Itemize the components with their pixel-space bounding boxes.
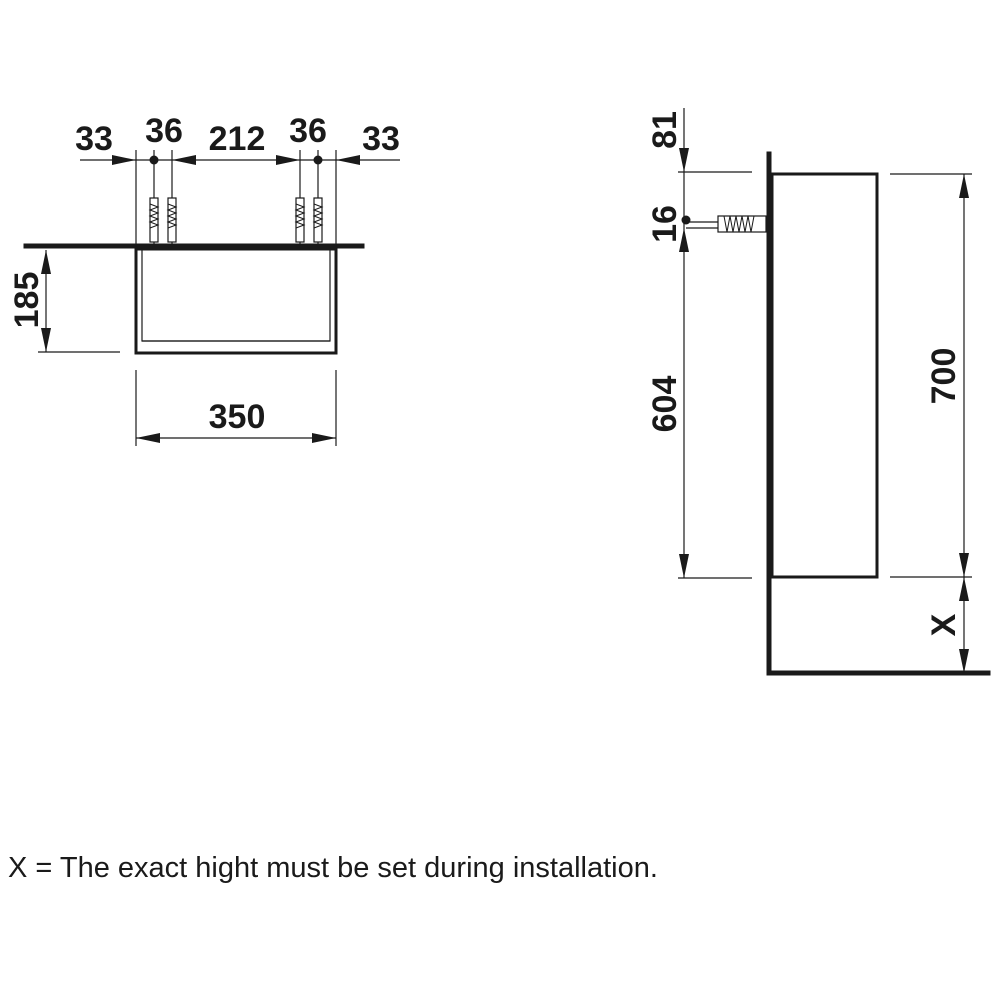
dim-36-right: 36 xyxy=(289,112,327,150)
fixing-point-left xyxy=(149,155,159,165)
dim-350: 350 xyxy=(209,398,266,436)
dim-700: 700 xyxy=(925,348,963,405)
dim-x: X xyxy=(925,613,963,636)
dim-81: 81 xyxy=(646,111,684,149)
installation-note: X = The exact hight must be set during i… xyxy=(8,852,658,884)
wall-and-floor xyxy=(766,151,991,676)
dim-33-left: 33 xyxy=(75,120,113,158)
side-view: 81 16 604 700 X xyxy=(646,108,991,676)
cabinet-front-outline xyxy=(23,243,365,355)
dim-36-left: 36 xyxy=(145,112,183,150)
top-dimension-chain xyxy=(80,150,400,244)
width-dimension-350 xyxy=(135,370,337,446)
height-dimension-185 xyxy=(38,250,120,353)
dim-16: 16 xyxy=(646,205,684,243)
dim-185: 185 xyxy=(8,272,46,329)
wall-plug-side xyxy=(681,215,767,233)
dim-212: 212 xyxy=(209,120,266,158)
cabinet-side-outline xyxy=(770,172,879,579)
dim-604: 604 xyxy=(646,376,684,433)
wall-plugs-front xyxy=(149,197,323,243)
front-view: 33 36 212 36 33 185 350 xyxy=(8,112,400,446)
side-right-dimension-chain xyxy=(890,173,972,673)
fixing-point-right xyxy=(313,155,323,165)
dim-33-right: 33 xyxy=(362,120,400,158)
side-left-dimension-chain xyxy=(678,108,752,579)
